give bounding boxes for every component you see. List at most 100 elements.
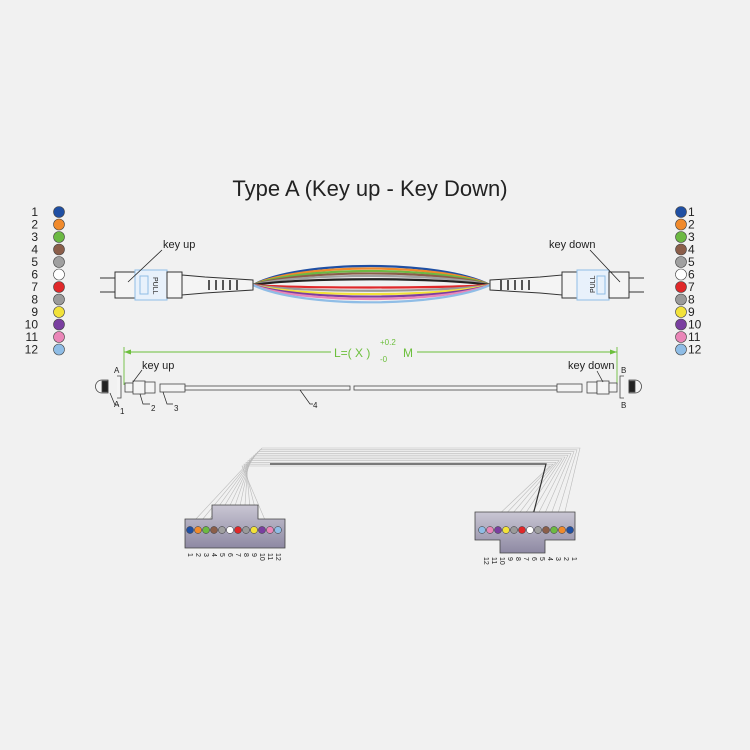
legend-color-dot	[675, 256, 687, 268]
legend-number: 10	[25, 318, 39, 332]
ferrule-fiber-dot	[274, 526, 282, 534]
ferrule-fiber-dot	[518, 526, 526, 534]
legend-color-dot	[675, 281, 687, 293]
section-b-top: B	[621, 366, 626, 375]
fiber-route	[215, 453, 572, 521]
fiber-route	[243, 460, 560, 521]
legend-color-dot	[675, 218, 687, 231]
fiber-route	[194, 447, 581, 521]
fiber-route	[208, 451, 575, 521]
legend-number: 3	[31, 230, 38, 244]
legend-color-dot	[675, 293, 687, 306]
unit-label: M	[403, 346, 413, 360]
fiber-strand	[252, 283, 491, 289]
right-mpo-connector	[489, 269, 644, 301]
legend-color-dot	[675, 318, 687, 331]
legend-color-dot	[53, 206, 65, 218]
fiber-fanout	[252, 264, 491, 304]
fiber-strand	[252, 284, 491, 304]
legend-color-dot	[53, 256, 65, 268]
pin-number: 9	[250, 553, 257, 557]
pin-number: 8	[242, 553, 249, 557]
legend-number: 1	[688, 205, 695, 219]
ferrule-fiber-dot	[502, 526, 510, 534]
key-up-label-top: key up	[163, 239, 195, 251]
cable-side-view	[95, 375, 642, 399]
left-ferrule-face	[184, 504, 286, 549]
legend-color-dot	[53, 281, 65, 293]
pin-number: 7	[234, 553, 241, 557]
pin-number: 4	[210, 553, 217, 557]
legend-color-dot	[53, 306, 65, 318]
pin-number: 5	[538, 557, 545, 561]
key-down-label-side: key down	[568, 360, 614, 372]
ferrule-fiber-dot	[258, 526, 266, 534]
pin-number: 4	[546, 557, 553, 561]
section-a-bottom: A	[114, 400, 120, 409]
pin-number: 10	[498, 557, 505, 565]
legend-number: 6	[688, 268, 695, 282]
legend-color-dot	[675, 231, 687, 243]
fiber-strand	[252, 278, 491, 287]
fiber-strand	[252, 283, 491, 301]
pin-number: 2	[194, 553, 201, 557]
length-text: L=( X )	[334, 346, 370, 360]
legend-color-dot	[53, 343, 65, 356]
legend-number: 7	[31, 280, 38, 294]
key-down-label-top: key down	[549, 239, 595, 251]
fiber-route	[222, 454, 569, 521]
pin-number: 6	[530, 557, 537, 561]
fiber-route	[245, 462, 557, 521]
ferrule-fiber-dot	[226, 526, 234, 534]
pin-number: 2	[562, 557, 569, 561]
ferrule-fiber-dot	[510, 526, 518, 534]
legend-number: 12	[688, 343, 702, 357]
pin-number: 7	[522, 557, 529, 561]
legend-number: 3	[688, 230, 695, 244]
pin-number: 9	[506, 557, 513, 561]
pin-number: 6	[226, 553, 233, 557]
legend-number: 7	[688, 280, 695, 294]
ferrule-fiber-dot	[478, 526, 486, 534]
fiber-strand	[252, 274, 491, 287]
key-up-label-side: key up	[142, 360, 174, 372]
legend-number: 8	[31, 293, 38, 307]
ferrule-fiber-dot	[566, 526, 574, 534]
legend-color-dot	[675, 243, 687, 256]
legend-number: 9	[31, 305, 38, 319]
legend-color-dot	[675, 331, 687, 343]
ferrule-fiber-dot	[186, 526, 194, 534]
callout-1: 1	[120, 407, 125, 416]
legend-color-dot	[53, 293, 65, 306]
fiber-route	[201, 449, 578, 521]
ferrule-fiber-dot	[210, 526, 218, 534]
fiber-route	[236, 458, 563, 521]
pin-number: 3	[202, 553, 209, 557]
pin-number: 1	[570, 557, 577, 561]
ferrule-fiber-dot	[266, 526, 274, 534]
tolerance-plus: +0.2	[380, 338, 396, 347]
legend-color-dot	[53, 243, 65, 256]
tolerance-minus: -0	[380, 355, 388, 364]
ferrule-fiber-dot	[558, 526, 566, 534]
legend-number: 5	[31, 255, 38, 269]
legend-number: 12	[25, 343, 39, 357]
ferrule-fiber-dot	[194, 526, 202, 534]
legend-number: 4	[31, 243, 38, 257]
ferrule-fiber-dot	[234, 526, 242, 534]
legend-color-dot	[675, 268, 687, 281]
legend-number: 2	[31, 218, 38, 232]
legend-number: 4	[688, 243, 695, 257]
ferrule-fiber-dot	[526, 526, 534, 534]
fiber-route	[229, 456, 566, 521]
diagram-title: Type A (Key up - Key Down)	[232, 176, 507, 201]
callout-2: 2	[151, 404, 156, 413]
legend-color-dot	[675, 306, 687, 318]
pull-label-right: PULL	[590, 275, 597, 293]
fiber-routing	[194, 447, 581, 521]
legend-color-dot	[53, 218, 65, 231]
